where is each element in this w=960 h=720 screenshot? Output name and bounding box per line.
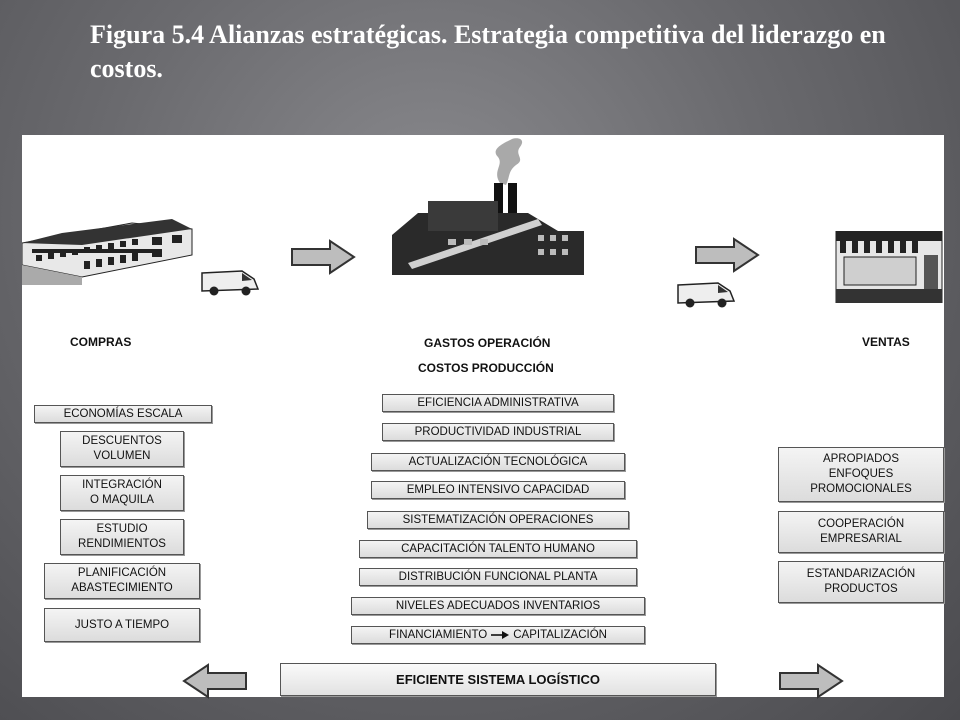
delivery-van-2-icon xyxy=(677,282,736,308)
compras-item-economias-escala: ECONOMÍAS ESCALA xyxy=(34,405,212,423)
compras-item-estudio-rendimientos: ESTUDIO RENDIMIENTOS xyxy=(60,519,184,555)
produccion-item-empleo-intensivo-capacidad: EMPLEO INTENSIVO CAPACIDAD xyxy=(371,481,625,499)
compras-item-justo-a-tiempo: JUSTO A TIEMPO xyxy=(44,608,200,642)
produccion-item-sistematizacion-operaciones: SISTEMATIZACIÓN OPERACIONES xyxy=(367,511,629,529)
flow-arrow-right-3 xyxy=(779,663,844,699)
produccion-item-financiamiento-capitalizacion: FINANCIAMIENTO CAPITALIZACIÓN xyxy=(351,626,645,644)
header-ventas: VENTAS xyxy=(862,335,910,349)
warehouse-illustration xyxy=(22,219,193,285)
flow-arrow-right-1 xyxy=(291,239,356,275)
flow-arrow-left xyxy=(182,663,247,699)
produccion-item-actualizacion-tecnologica: ACTUALIZACIÓN TECNOLÓGICA xyxy=(371,453,625,471)
financiamiento-label: FINANCIAMIENTO xyxy=(389,628,488,641)
produccion-item-eficiencia-administrativa: EFICIENCIA ADMINISTRATIVA xyxy=(382,394,614,412)
compras-item-descuentos-volumen: DESCUENTOS VOLUMEN xyxy=(60,431,184,467)
store-illustration xyxy=(835,231,943,303)
capitalizacion-label: CAPITALIZACIÓN xyxy=(513,628,607,641)
figure-title: Figura 5.4 Alianzas estratégicas. Estrat… xyxy=(90,20,886,83)
delivery-van-icon xyxy=(201,270,260,296)
produccion-item-distribucion-funcional-planta: DISTRIBUCIÓN FUNCIONAL PLANTA xyxy=(359,568,637,586)
ventas-item-cooperacion-empresarial: COOPERACIÓN EMPRESARIAL xyxy=(778,511,944,553)
logistics-bar: EFICIENTE SISTEMA LOGÍSTICO xyxy=(280,663,716,696)
compras-item-planificacion-abastecimiento: PLANIFICACIÓN ABASTECIMIENTO xyxy=(44,563,200,599)
header-gastos-operacion: GASTOS OPERACIÓN xyxy=(424,336,551,350)
header-compras: COMPRAS xyxy=(70,335,132,349)
diagram-panel: COMPRAS GASTOS OPERACIÓN COSTOS PRODUCCI… xyxy=(22,135,944,699)
compras-item-integracion-maquila: INTEGRACIÓN O MAQUILA xyxy=(60,475,184,511)
ventas-item-estandarizacion-productos: ESTANDARIZACIÓN PRODUCTOS xyxy=(778,561,944,603)
flow-arrow-right-2 xyxy=(695,237,760,273)
factory-illustration xyxy=(392,138,584,275)
produccion-item-capacitacion-talento-humano: CAPACITACIÓN TALENTO HUMANO xyxy=(359,540,637,558)
header-costos-produccion: COSTOS PRODUCCIÓN xyxy=(418,361,554,375)
ventas-item-enfoques-promocionales: APROPIADOS ENFOQUES PROMOCIONALES xyxy=(778,447,944,502)
arrow-right-icon xyxy=(491,631,510,639)
produccion-item-niveles-adecuados-inventarios: NIVELES ADECUADOS INVENTARIOS xyxy=(351,597,645,615)
produccion-item-productividad-industrial: PRODUCTIVIDAD INDUSTRIAL xyxy=(382,423,614,441)
